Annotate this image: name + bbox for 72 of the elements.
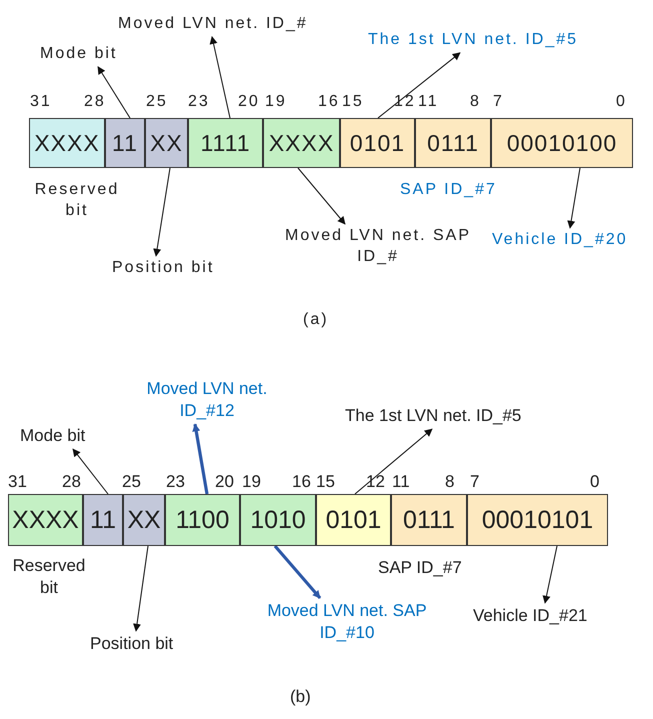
- bit-number: 20: [215, 471, 234, 493]
- bit-number: 25: [122, 471, 141, 493]
- bit-field: 11: [83, 494, 123, 546]
- bit-number: 19: [242, 471, 261, 493]
- bit-number: 15: [342, 92, 364, 112]
- bit-field: 0111: [415, 118, 491, 168]
- bit-number: 0: [590, 471, 600, 493]
- field-label: Position bit: [90, 633, 174, 656]
- bit-number: 12: [394, 92, 416, 112]
- field-label: Moved LVN net. SAP ID_#: [278, 226, 478, 268]
- field-label: Vehicle ID_#21: [473, 605, 588, 628]
- bit-number: 16: [292, 471, 311, 493]
- field-label: Moved LVN net. ID_#12: [122, 378, 292, 422]
- bit-field: 0111: [391, 494, 467, 546]
- leader-line: [192, 423, 209, 494]
- bit-field: XX: [145, 118, 188, 168]
- field-label: Position bit: [112, 258, 214, 279]
- field-label: The 1st LVN net. ID_#5: [368, 30, 578, 51]
- bit-number: 23: [166, 471, 185, 493]
- bit-number: 11: [392, 471, 410, 493]
- bit-number: 25: [146, 92, 168, 112]
- bit-field: 11: [105, 118, 145, 168]
- leader-line: [567, 168, 580, 229]
- bit-field: 0101: [340, 118, 415, 168]
- leader-line: [298, 168, 346, 225]
- leader-line: [133, 546, 148, 632]
- bit-number: 19: [265, 92, 287, 112]
- leader-line: [542, 546, 558, 604]
- leader-line: [98, 66, 130, 118]
- bit-field: 00010101: [467, 494, 608, 546]
- bit-number: 31: [30, 92, 52, 112]
- field-label: SAP ID_#7: [400, 180, 497, 200]
- bit-field: XXXX: [263, 118, 340, 168]
- bit-number: 23: [188, 92, 210, 112]
- bit-number: 20: [238, 92, 260, 112]
- bit-field: XX: [123, 494, 165, 546]
- bit-field: XXXX: [8, 494, 83, 546]
- leader-line: [72, 448, 108, 494]
- leader-line: [153, 168, 170, 257]
- bit-field: 0101: [316, 494, 391, 546]
- field-label: Vehicle ID_#20: [492, 230, 628, 251]
- field-label: Moved LVN net. SAP ID_#10: [262, 600, 432, 644]
- bit-number: 15: [316, 471, 335, 493]
- panel-caption: (b): [290, 686, 311, 708]
- bit-field: 1010: [240, 494, 316, 546]
- field-label: Mode bit: [40, 44, 118, 65]
- bit-number: 8: [470, 92, 481, 112]
- panel-caption: (a): [303, 310, 329, 330]
- field-label: Reserved bit: [34, 180, 120, 221]
- field-label: Mode bit: [20, 425, 86, 448]
- field-label: Moved LVN net. ID_#: [118, 14, 308, 35]
- bit-number: 16: [318, 92, 340, 112]
- bit-field: XXXX: [29, 118, 105, 168]
- bit-number: 7: [470, 471, 480, 493]
- bit-number: 0: [616, 92, 627, 112]
- bit-field: 1111: [188, 118, 263, 168]
- bit-number: 11: [418, 92, 439, 112]
- leader-line: [378, 52, 461, 118]
- bit-field: 00010100: [491, 118, 633, 168]
- field-label: Reserved bit: [12, 555, 86, 600]
- bit-number: 28: [62, 471, 81, 493]
- field-label: The 1st LVN net. ID_#5: [345, 405, 522, 428]
- bit-number: 7: [493, 92, 504, 112]
- field-label: SAP ID_#7: [378, 557, 462, 579]
- leader-line: [210, 36, 230, 118]
- leader-line: [354, 428, 433, 494]
- leader-line: [274, 544, 322, 600]
- bit-number: 8: [445, 471, 454, 493]
- bit-field: 1100: [165, 494, 240, 546]
- bit-number: 28: [84, 92, 106, 112]
- bit-number: 31: [8, 471, 27, 493]
- bit-number: 12: [366, 471, 385, 493]
